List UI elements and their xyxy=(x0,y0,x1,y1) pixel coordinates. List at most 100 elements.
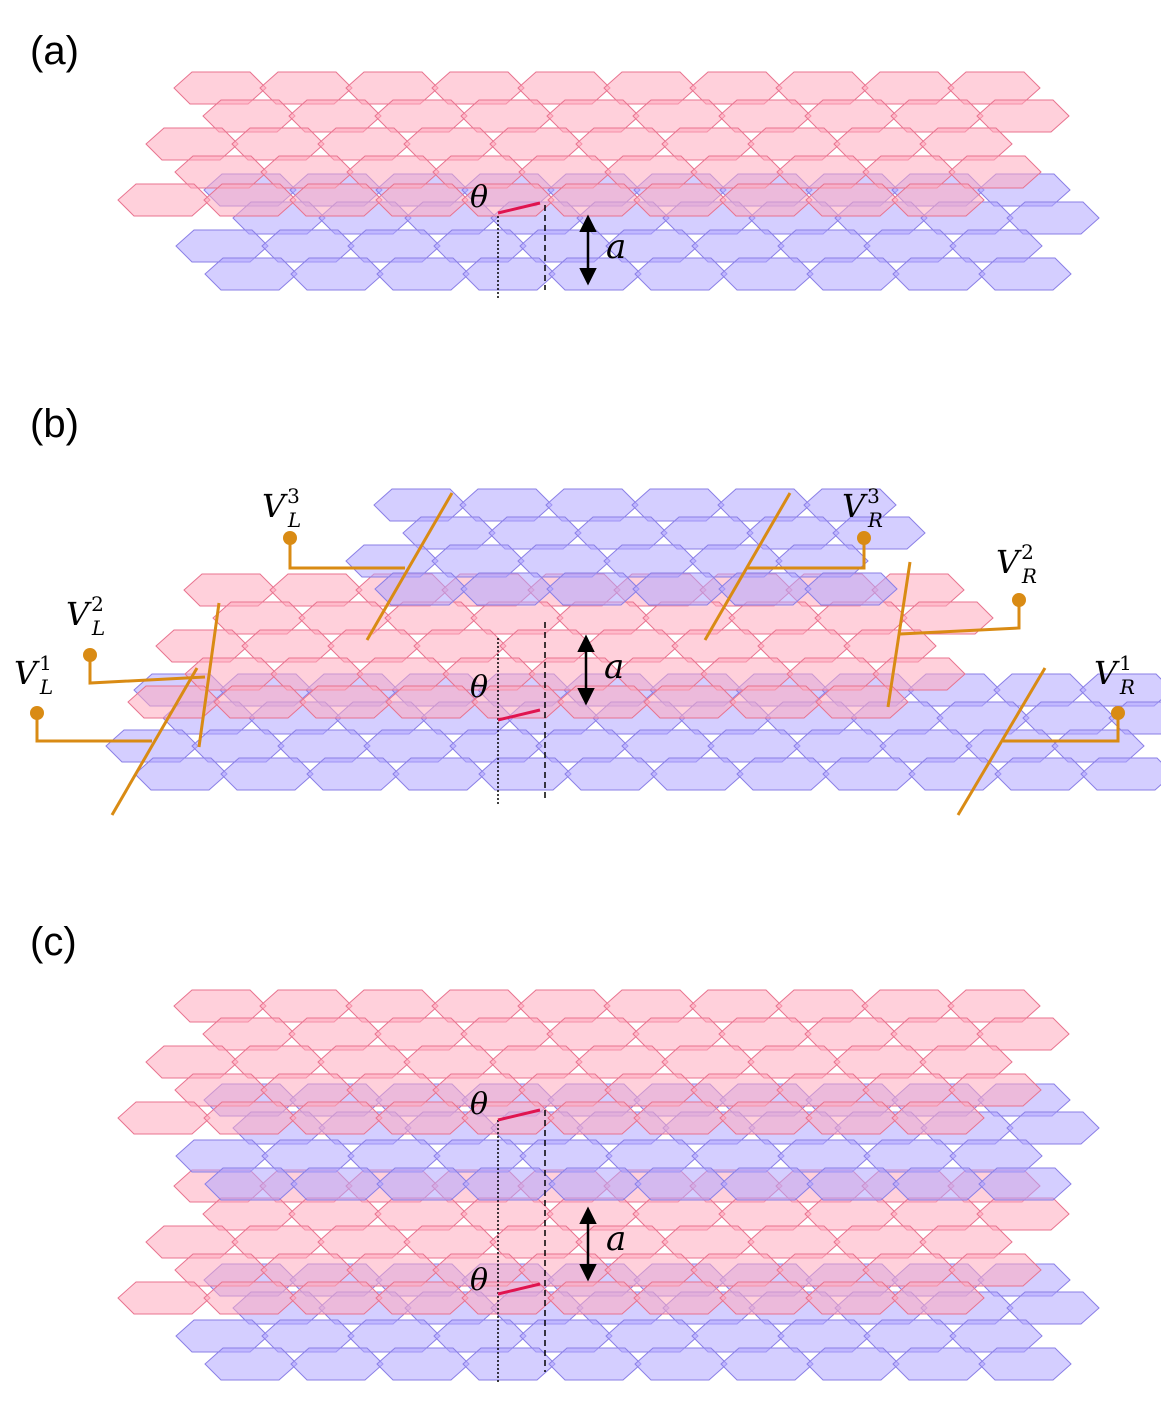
hex-cell xyxy=(347,229,441,263)
panel-a-upper-layer xyxy=(117,71,1070,217)
hex-cell xyxy=(290,1347,384,1381)
hex-cell xyxy=(345,71,439,105)
hex-cell xyxy=(220,757,314,791)
hex-cell xyxy=(231,1225,325,1259)
hex-cell xyxy=(776,1073,870,1107)
panel-a-twist-marker xyxy=(497,201,541,215)
hex-cell xyxy=(299,685,393,719)
hex-cell xyxy=(433,229,527,263)
lead-L2-terminal xyxy=(83,648,97,662)
hex-cell xyxy=(862,155,956,189)
hex-cell xyxy=(376,1167,470,1201)
panel-b-theta: θ xyxy=(470,670,488,705)
hex-cell xyxy=(231,127,325,161)
hex-cell xyxy=(261,1319,355,1353)
panel-a-layers xyxy=(117,71,1100,291)
lead-R3-wire xyxy=(746,538,866,570)
hex-cell xyxy=(489,1225,583,1259)
hex-cell xyxy=(374,1017,468,1051)
lead-R1-wire xyxy=(1003,713,1120,743)
hex-cell xyxy=(805,1281,899,1315)
panel-c-layer-1 xyxy=(117,989,1070,1135)
hex-cell xyxy=(517,71,611,105)
hex-cell xyxy=(947,989,1041,1023)
hex-cell xyxy=(718,1197,812,1231)
panel-b-twist-marker xyxy=(497,708,541,722)
hex-cell xyxy=(585,629,679,663)
hex-cell xyxy=(832,516,926,550)
hex-cell xyxy=(499,629,593,663)
hex-cell xyxy=(965,729,1059,763)
hex-cell xyxy=(806,1347,900,1381)
hex-cell xyxy=(843,629,937,663)
lead-R3-terminal xyxy=(857,531,871,545)
hex-cell xyxy=(347,1319,441,1353)
hex-cell xyxy=(605,1139,699,1173)
hex-cell xyxy=(306,757,400,791)
hex-cell xyxy=(805,1101,899,1135)
hex-cell xyxy=(736,757,830,791)
lead-L2-wire xyxy=(88,655,206,685)
hex-cell xyxy=(175,229,269,263)
hex-cell xyxy=(775,544,869,578)
hex-cell xyxy=(461,1281,555,1315)
panel-b-spacing: a xyxy=(604,647,624,687)
hex-cell xyxy=(1022,701,1116,735)
hex-cell xyxy=(174,155,268,189)
hex-cell xyxy=(833,1225,927,1259)
hex-cell xyxy=(892,257,986,291)
hex-cell xyxy=(890,1017,984,1051)
hex-cell xyxy=(433,1139,527,1173)
hex-cell xyxy=(392,757,486,791)
hex-cell xyxy=(403,1225,497,1259)
hex-cell xyxy=(690,1073,784,1107)
hex-cell xyxy=(413,629,507,663)
hex-cell xyxy=(633,1101,727,1135)
hex-cell xyxy=(633,183,727,217)
hex-cell xyxy=(806,1167,900,1201)
lead-L1-contact-bar xyxy=(110,667,199,816)
hex-cell xyxy=(643,685,737,719)
hex-cell xyxy=(289,1101,383,1135)
hex-cell xyxy=(241,629,335,663)
hex-cell xyxy=(203,1281,297,1315)
hex-cell xyxy=(231,1045,325,1079)
hex-cell xyxy=(919,1225,1013,1259)
hex-cell xyxy=(183,573,277,607)
hex-cell xyxy=(671,629,765,663)
hex-cell xyxy=(117,1101,211,1135)
hex-cell xyxy=(327,629,421,663)
hex-cell xyxy=(632,99,726,133)
hex-cell xyxy=(919,127,1013,161)
hex-cell xyxy=(661,1045,755,1079)
panel-c-spacing: a xyxy=(606,1219,626,1259)
hex-cell xyxy=(375,183,469,217)
hex-cell xyxy=(729,685,823,719)
hex-cell xyxy=(631,488,725,522)
hex-cell xyxy=(548,1167,642,1201)
hex-cell xyxy=(564,757,658,791)
hex-cell xyxy=(994,757,1088,791)
hex-cell xyxy=(203,1101,297,1135)
hex-cell xyxy=(1051,729,1145,763)
hex-cell xyxy=(546,1017,640,1051)
hex-cell xyxy=(1006,1291,1100,1325)
hex-cell xyxy=(289,1281,383,1315)
hex-cell xyxy=(719,1281,813,1315)
hex-cell xyxy=(203,183,297,217)
hex-cell xyxy=(518,155,612,189)
hex-cell xyxy=(374,572,468,606)
hex-cell xyxy=(535,729,629,763)
hex-cell xyxy=(621,729,715,763)
hex-cell xyxy=(298,601,392,635)
hex-cell xyxy=(863,1139,957,1173)
hex-cell xyxy=(518,1073,612,1107)
hex-cell xyxy=(259,989,353,1023)
hex-cell xyxy=(431,989,525,1023)
hex-cell xyxy=(632,572,726,606)
hex-cell xyxy=(462,1167,556,1201)
